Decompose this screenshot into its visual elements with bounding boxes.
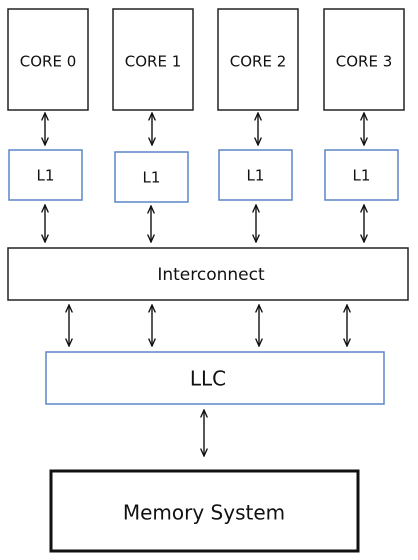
l1-cache-0-label: L1 (37, 167, 55, 185)
l1-cache-2-label: L1 (247, 167, 265, 185)
l1-cache-0: L1 (8, 149, 83, 201)
l1-cache-1: L1 (114, 151, 189, 203)
core-2-box (217, 8, 299, 111)
core-1-label: CORE 1 (125, 53, 182, 71)
interconnect-box (7, 247, 409, 301)
l1-cache-3: L1 (324, 149, 399, 201)
memory-system-box (49, 469, 360, 553)
core-0-box (7, 8, 89, 111)
l1-cache-2: L1 (218, 149, 293, 201)
core-1-box (112, 8, 194, 111)
l1-cache-1-label: L1 (143, 169, 161, 187)
memory-system-label: Memory System (123, 501, 285, 525)
core-2-label: CORE 2 (230, 53, 287, 71)
l1-cache-3-label: L1 (353, 167, 371, 185)
core-0-label: CORE 0 (20, 53, 77, 71)
l1-cache-2-box (218, 149, 293, 201)
memory-system: Memory System (49, 469, 360, 553)
core-1: CORE 1 (112, 8, 194, 111)
llc-box (45, 351, 385, 405)
l1-cache-3-box (324, 149, 399, 201)
interconnect-label: Interconnect (157, 265, 265, 285)
l1-cache-0-box (8, 149, 83, 201)
llc-label: LLC (190, 367, 226, 391)
core-2: CORE 2 (217, 8, 299, 111)
llc: LLC (45, 351, 385, 405)
l1-cache-1-box (114, 151, 189, 203)
core-3-box (323, 8, 405, 111)
core-3-label: CORE 3 (336, 53, 393, 71)
core-3: CORE 3 (323, 8, 405, 111)
core-0: CORE 0 (7, 8, 89, 111)
interconnect: Interconnect (7, 247, 409, 301)
